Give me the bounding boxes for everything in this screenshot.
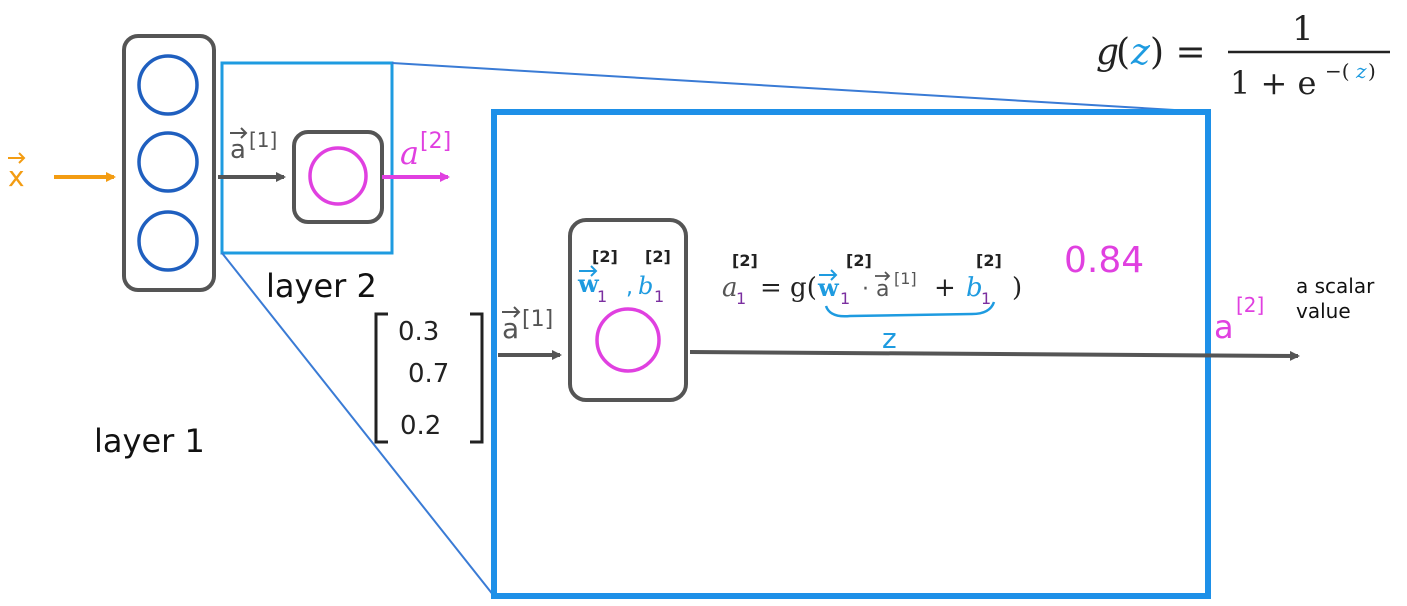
layer1-box bbox=[122, 34, 216, 292]
zoom-output-arrow bbox=[689, 350, 1300, 361]
formula-exponent-minus: −( bbox=[1325, 59, 1350, 83]
eq-b-subscript: 1 bbox=[981, 289, 991, 308]
vector-value-3: 0.2 bbox=[400, 411, 441, 441]
vector-value-1: 0.3 bbox=[398, 317, 439, 347]
input-vector: 0.3 0.7 0.2 bbox=[374, 312, 484, 444]
zoom-line-bottom bbox=[221, 252, 495, 597]
vector-arrow-icon bbox=[579, 265, 598, 277]
a1-superscript: [1] bbox=[249, 128, 277, 152]
layer2-neuron bbox=[308, 146, 368, 206]
b-superscript: [2] bbox=[645, 247, 671, 266]
w-subscript: 1 bbox=[597, 287, 607, 306]
a1-label: a bbox=[230, 135, 246, 165]
small-network: x a [1] a [2] layer 2 layer 1 bbox=[8, 34, 451, 460]
layer2-label: layer 2 bbox=[266, 267, 377, 305]
layer2-box bbox=[292, 130, 384, 224]
scalar-label-line1: a scalar bbox=[1296, 274, 1375, 298]
eq-plus: + bbox=[934, 273, 956, 303]
formula-close-equals: ) = bbox=[1150, 32, 1206, 73]
layer1-label: layer 1 bbox=[94, 422, 205, 460]
activation-equation: [2] a 1 = g( [2] w 1 · a [1] + [2] b 1 )… bbox=[722, 251, 1022, 355]
formula-numerator: 1 bbox=[1292, 9, 1314, 49]
formula-open-paren: ( bbox=[1116, 32, 1130, 73]
z-underbrace bbox=[824, 301, 996, 318]
formula-exponent-z: z bbox=[1355, 59, 1367, 83]
formula-g: g bbox=[1096, 32, 1119, 73]
eq-w: w bbox=[817, 273, 840, 302]
comma: , bbox=[626, 275, 633, 300]
sigmoid-formula: g ( z ) = 1 1 + e −( z ) bbox=[1096, 9, 1390, 102]
vector-arrow-icon bbox=[502, 306, 521, 318]
vector-arrow-icon bbox=[875, 271, 891, 281]
input-x-label: x bbox=[8, 160, 25, 193]
eq-a-superscript: [2] bbox=[732, 251, 758, 270]
layer1-neuron-1 bbox=[137, 54, 199, 116]
eq-equals-g: = g( bbox=[760, 273, 817, 303]
z-label: z bbox=[882, 322, 897, 355]
eq-a-subscript: 1 bbox=[736, 289, 746, 308]
output-a-label: a bbox=[1214, 308, 1234, 346]
zoom-neuron bbox=[595, 307, 661, 373]
activation-value: 0.84 bbox=[1064, 240, 1144, 281]
b-label: b bbox=[638, 272, 653, 300]
zoom-a1-superscript: [1] bbox=[522, 307, 553, 332]
right-bracket bbox=[470, 312, 484, 444]
b-subscript: 1 bbox=[654, 287, 664, 306]
formula-denominator: 1 + e bbox=[1230, 64, 1316, 102]
w-label: w bbox=[577, 269, 600, 298]
w-superscript: [2] bbox=[592, 247, 618, 266]
eq-a1-superscript: [1] bbox=[894, 269, 917, 288]
vector-arrow-icon bbox=[819, 269, 838, 281]
vector-arrow-icon bbox=[230, 127, 248, 139]
output-a-superscript: [2] bbox=[1236, 293, 1264, 317]
eq-b-superscript: [2] bbox=[976, 251, 1002, 270]
eq-a: a bbox=[722, 273, 738, 303]
eq-w-subscript: 1 bbox=[840, 289, 850, 308]
layer2-highlight-box bbox=[220, 61, 394, 255]
zoom-neuron-box bbox=[568, 218, 688, 402]
zoom-line-top bbox=[391, 62, 1209, 113]
layer1-neuron-2 bbox=[137, 131, 199, 193]
a2-label: a bbox=[400, 134, 419, 172]
param-label-mask bbox=[572, 266, 684, 308]
scalar-label-line2: value bbox=[1296, 299, 1351, 323]
formula-exponent-close: ) bbox=[1368, 59, 1376, 83]
eq-close-paren: ) bbox=[1012, 273, 1022, 303]
layer1-neuron-3 bbox=[137, 210, 199, 272]
formula-z: z bbox=[1130, 32, 1151, 73]
left-bracket bbox=[374, 312, 388, 444]
zoom-a1-label: a bbox=[502, 312, 519, 345]
a2-superscript: [2] bbox=[420, 129, 451, 154]
eq-b: b bbox=[966, 273, 983, 303]
vector-arrow-icon bbox=[8, 152, 26, 164]
vector-value-2: 0.7 bbox=[408, 359, 449, 389]
eq-w-superscript: [2] bbox=[846, 251, 872, 270]
eq-dot-a: · a bbox=[862, 277, 889, 302]
